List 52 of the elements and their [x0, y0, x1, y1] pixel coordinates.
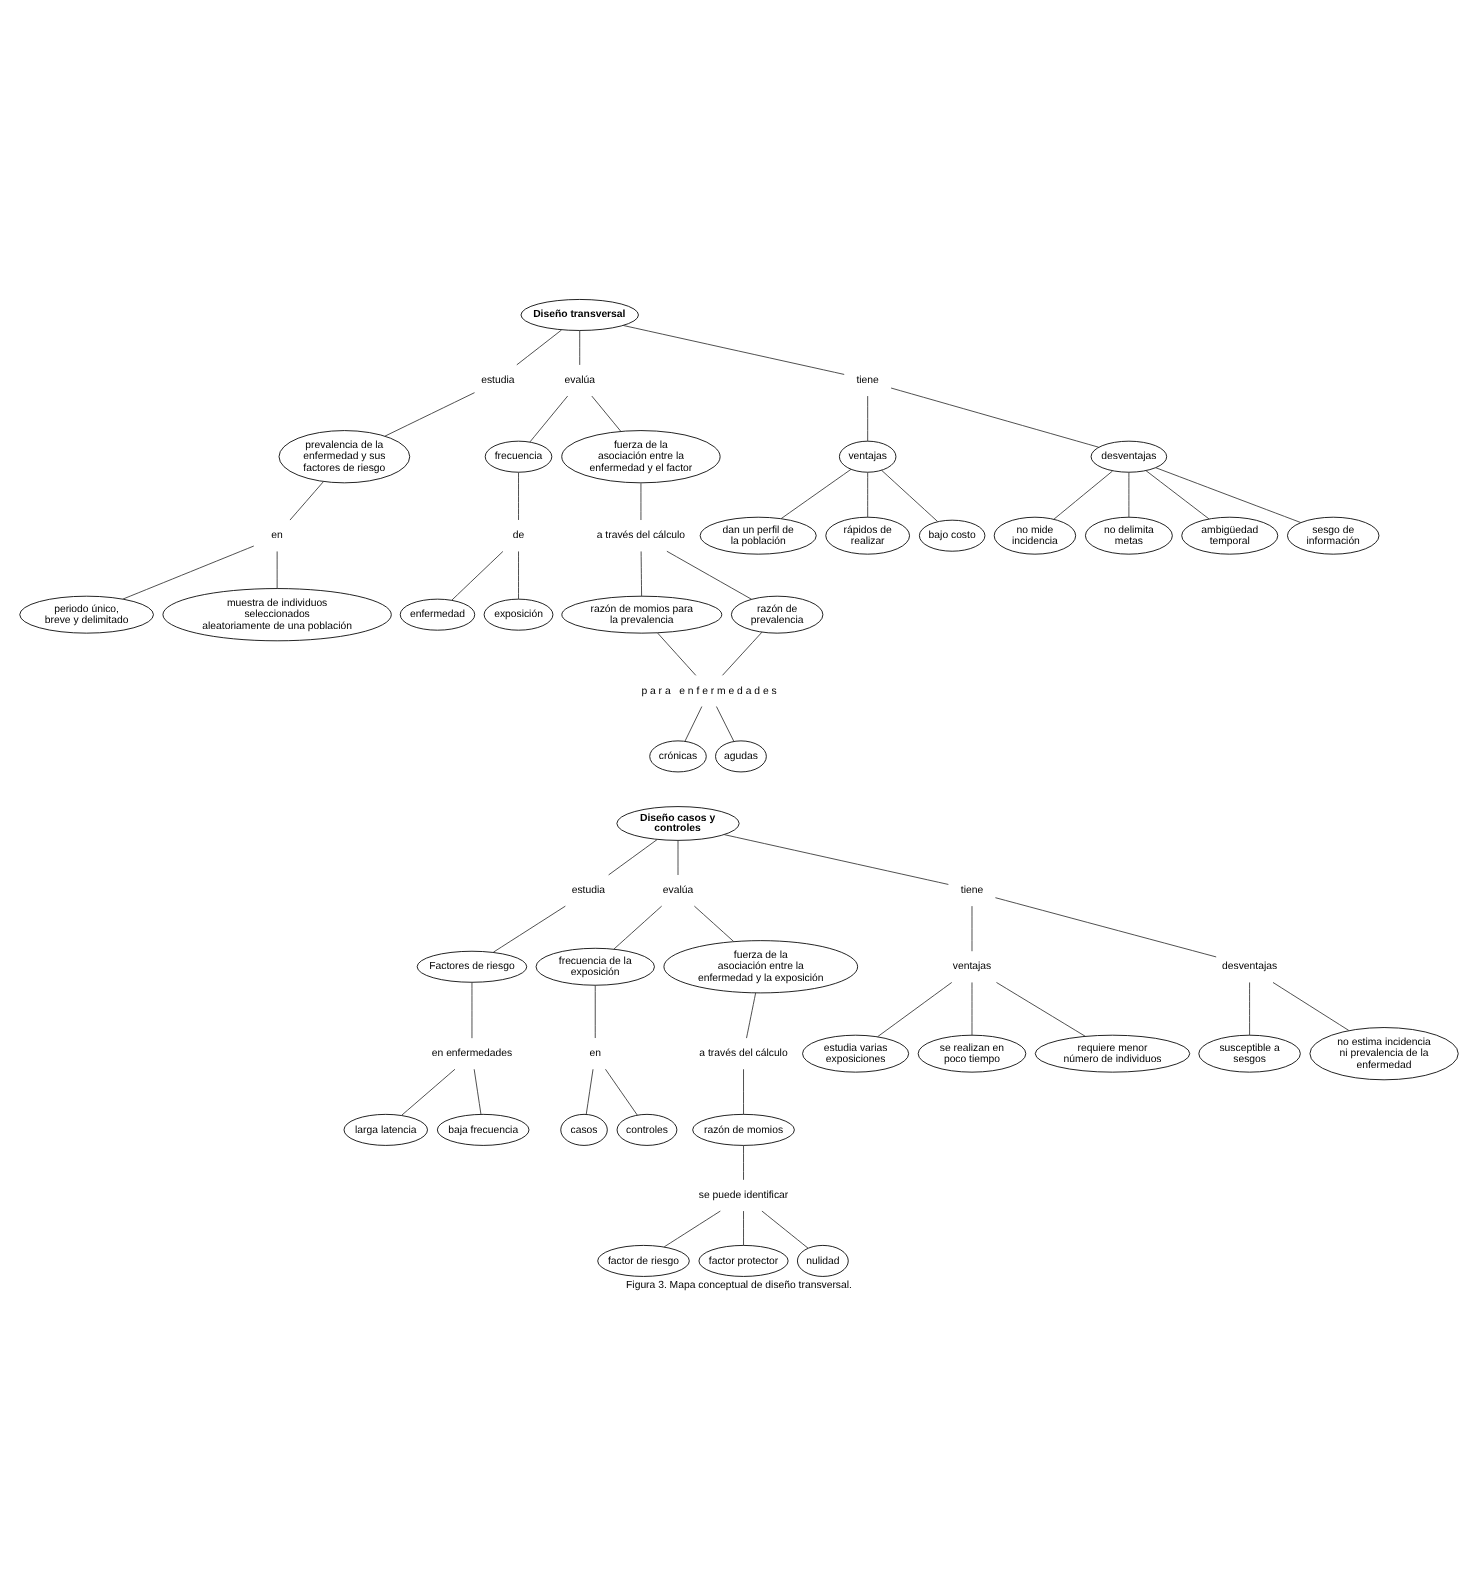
connector — [613, 905, 663, 950]
connector — [761, 1210, 809, 1249]
connector — [656, 632, 697, 676]
connector — [608, 839, 658, 876]
connector — [996, 982, 1086, 1037]
connector — [663, 1210, 721, 1248]
connector — [890, 387, 1100, 448]
connector — [1145, 470, 1210, 520]
connector — [877, 982, 953, 1038]
connector — [591, 395, 622, 432]
connector — [666, 550, 753, 600]
connector — [1272, 982, 1350, 1031]
connector — [529, 395, 569, 443]
connector — [451, 551, 504, 601]
connector — [693, 905, 735, 942]
connector — [1155, 467, 1302, 523]
connector — [471, 982, 473, 1039]
connector — [684, 706, 703, 742]
connector — [276, 551, 278, 589]
connector — [716, 706, 735, 742]
connector — [971, 982, 973, 1036]
connector — [594, 984, 596, 1039]
connector — [995, 897, 1217, 958]
connector — [867, 395, 869, 442]
connector — [401, 1068, 456, 1116]
connector — [677, 840, 679, 876]
connector — [289, 481, 324, 521]
connector — [1053, 470, 1113, 520]
connector — [867, 472, 869, 518]
connector — [743, 1068, 744, 1115]
connector — [723, 834, 949, 885]
connector — [518, 551, 519, 600]
connector — [1128, 472, 1130, 518]
connector — [640, 551, 643, 597]
connector — [746, 992, 757, 1039]
connector — [585, 1068, 594, 1115]
connector — [1249, 982, 1250, 1036]
connector — [743, 1210, 744, 1246]
connector — [122, 545, 255, 600]
connector — [743, 1145, 744, 1181]
connector — [605, 1068, 638, 1116]
connector — [881, 469, 939, 522]
connector — [780, 468, 852, 520]
connector — [640, 482, 642, 521]
connector — [473, 1068, 482, 1115]
connector — [622, 325, 845, 375]
connector — [492, 905, 566, 953]
connector — [722, 631, 763, 676]
connector — [516, 329, 562, 366]
connector — [579, 330, 581, 366]
connector — [384, 392, 475, 437]
connector — [518, 472, 519, 521]
